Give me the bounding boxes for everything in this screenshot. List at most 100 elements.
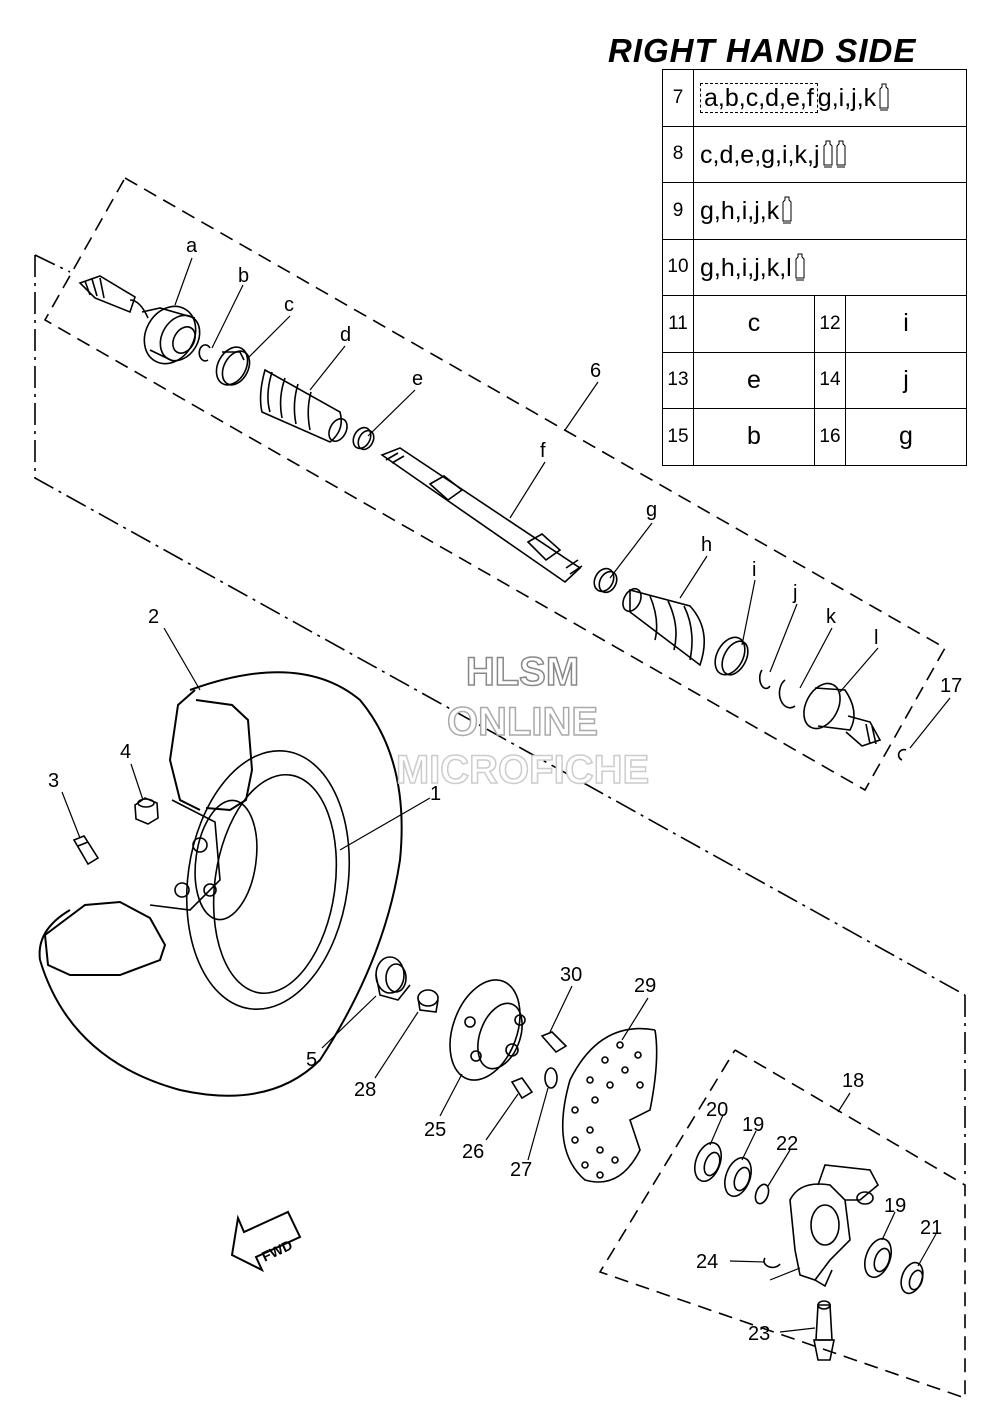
callout-23: 23: [748, 1323, 770, 1345]
fwd-label: FWD: [259, 1237, 295, 1265]
callout-4: 4: [120, 741, 131, 763]
cotter-24: [763, 1257, 781, 1269]
steering-knuckle: [789, 1164, 880, 1288]
bearing-19-upper: [724, 1156, 752, 1198]
callout-20: 20: [706, 1099, 728, 1121]
ref-number: 15: [662, 408, 694, 466]
callout-18: 18: [842, 1070, 864, 1092]
callouts: a b c d e f g h i j k l 6 17 2 4 3 1 5 2…: [48, 235, 962, 1345]
kit-number: 8: [662, 125, 694, 183]
ball-joint-23: [813, 1300, 835, 1361]
callout-24: 24: [696, 1251, 718, 1273]
callout-25: 25: [424, 1119, 446, 1141]
callout-k: k: [826, 606, 837, 628]
callout-d: d: [340, 324, 351, 346]
boot-band-i: [714, 636, 749, 676]
callout-6: 6: [590, 360, 601, 382]
grease-tube-icon: [782, 196, 792, 224]
ref-number: 11: [662, 295, 694, 353]
callout-g: g: [646, 499, 657, 521]
callout-c: c: [284, 294, 294, 316]
ref-part-letter: j: [845, 351, 967, 409]
callout-j: j: [792, 582, 797, 604]
knuckle-kit-boundary: [598, 1049, 966, 1400]
callout-f: f: [540, 440, 546, 462]
kit-parts: g,h,i,j,k: [700, 197, 780, 226]
watermark-line-1: HLSM: [465, 649, 580, 695]
ref-part-letter: i: [845, 295, 967, 353]
callout-2: 2: [148, 606, 159, 628]
bolt-26: [510, 1077, 534, 1100]
kit-number: 7: [662, 69, 694, 127]
ref-part-letter: g: [845, 408, 967, 466]
grease-tube-icon: [795, 253, 805, 281]
circlip-b: [198, 344, 211, 362]
clip-17: [897, 748, 907, 761]
leader-lines: [61, 257, 951, 1333]
ref-number: 14: [814, 351, 846, 409]
page-title: RIGHT HAND SIDE: [608, 32, 917, 69]
shaft-kit-boundary: [43, 177, 947, 792]
callout-a: a: [186, 235, 198, 257]
callout-l: l: [874, 627, 878, 649]
circlip-k: [778, 679, 796, 709]
ref-part-letter: b: [693, 408, 815, 466]
watermark-line-3: MICROFICHE: [395, 747, 650, 793]
ref-number: 16: [814, 408, 846, 466]
kit-contents: c,d,e,g,i,k,j: [693, 125, 967, 183]
seal-21: [900, 1261, 924, 1295]
callout-b: b: [238, 265, 249, 287]
kit-parts: c,d,e,g,i,k,j: [700, 140, 820, 169]
callout-27: 27: [510, 1159, 532, 1181]
callout-e: e: [412, 368, 423, 390]
tire: [38, 671, 403, 1097]
cv-boot-d: [259, 368, 348, 443]
callout-1: 1: [430, 783, 441, 805]
boot-band-g: [593, 567, 618, 594]
kit-parts: g,i,j,k: [817, 84, 877, 113]
callout-3: 3: [48, 770, 59, 792]
kit-number: 10: [662, 238, 694, 296]
ref-part-letter: e: [693, 351, 815, 409]
bearing-19-lower: [864, 1237, 892, 1279]
grease-tube-icon: [879, 83, 889, 111]
callout-29: 29: [634, 975, 656, 997]
watermark-line-2: ONLINE: [446, 699, 599, 745]
callout-26: 26: [462, 1141, 484, 1163]
nut-28: [417, 989, 439, 1013]
o-ring-27: [544, 1067, 558, 1089]
cv-joint-inner: [803, 682, 882, 747]
callout-5: 5: [306, 1049, 317, 1071]
ref-number: 12: [814, 295, 846, 353]
ref-part-letter: c: [693, 295, 815, 353]
axle-shaft-f: [380, 447, 583, 584]
assembly-boundary: [34, 255, 966, 996]
brake-disc-29: [561, 1027, 658, 1183]
callout-17: 17: [940, 675, 962, 697]
hub-25: [449, 979, 526, 1081]
ref-number: 13: [662, 351, 694, 409]
nut-4: [134, 797, 159, 825]
callout-19-lower: 19: [884, 1195, 906, 1217]
boot-band-c: [215, 346, 251, 386]
spacer-5: [375, 956, 411, 1001]
kit-contents: g,h,i,j,k,l: [693, 238, 967, 296]
fwd-arrow: [230, 1210, 302, 1273]
boot-band-e: [352, 426, 375, 451]
kit-number: 9: [662, 182, 694, 240]
callout-30: 30: [560, 964, 582, 986]
grease-tube-icon: [836, 140, 845, 168]
grease-tube-icon: [823, 140, 832, 168]
callout-19-upper: 19: [742, 1114, 764, 1136]
callout-22: 22: [776, 1133, 798, 1155]
circlip-j: [758, 669, 771, 690]
valve-3: [72, 835, 100, 866]
cv-joint-outer: [78, 275, 201, 365]
